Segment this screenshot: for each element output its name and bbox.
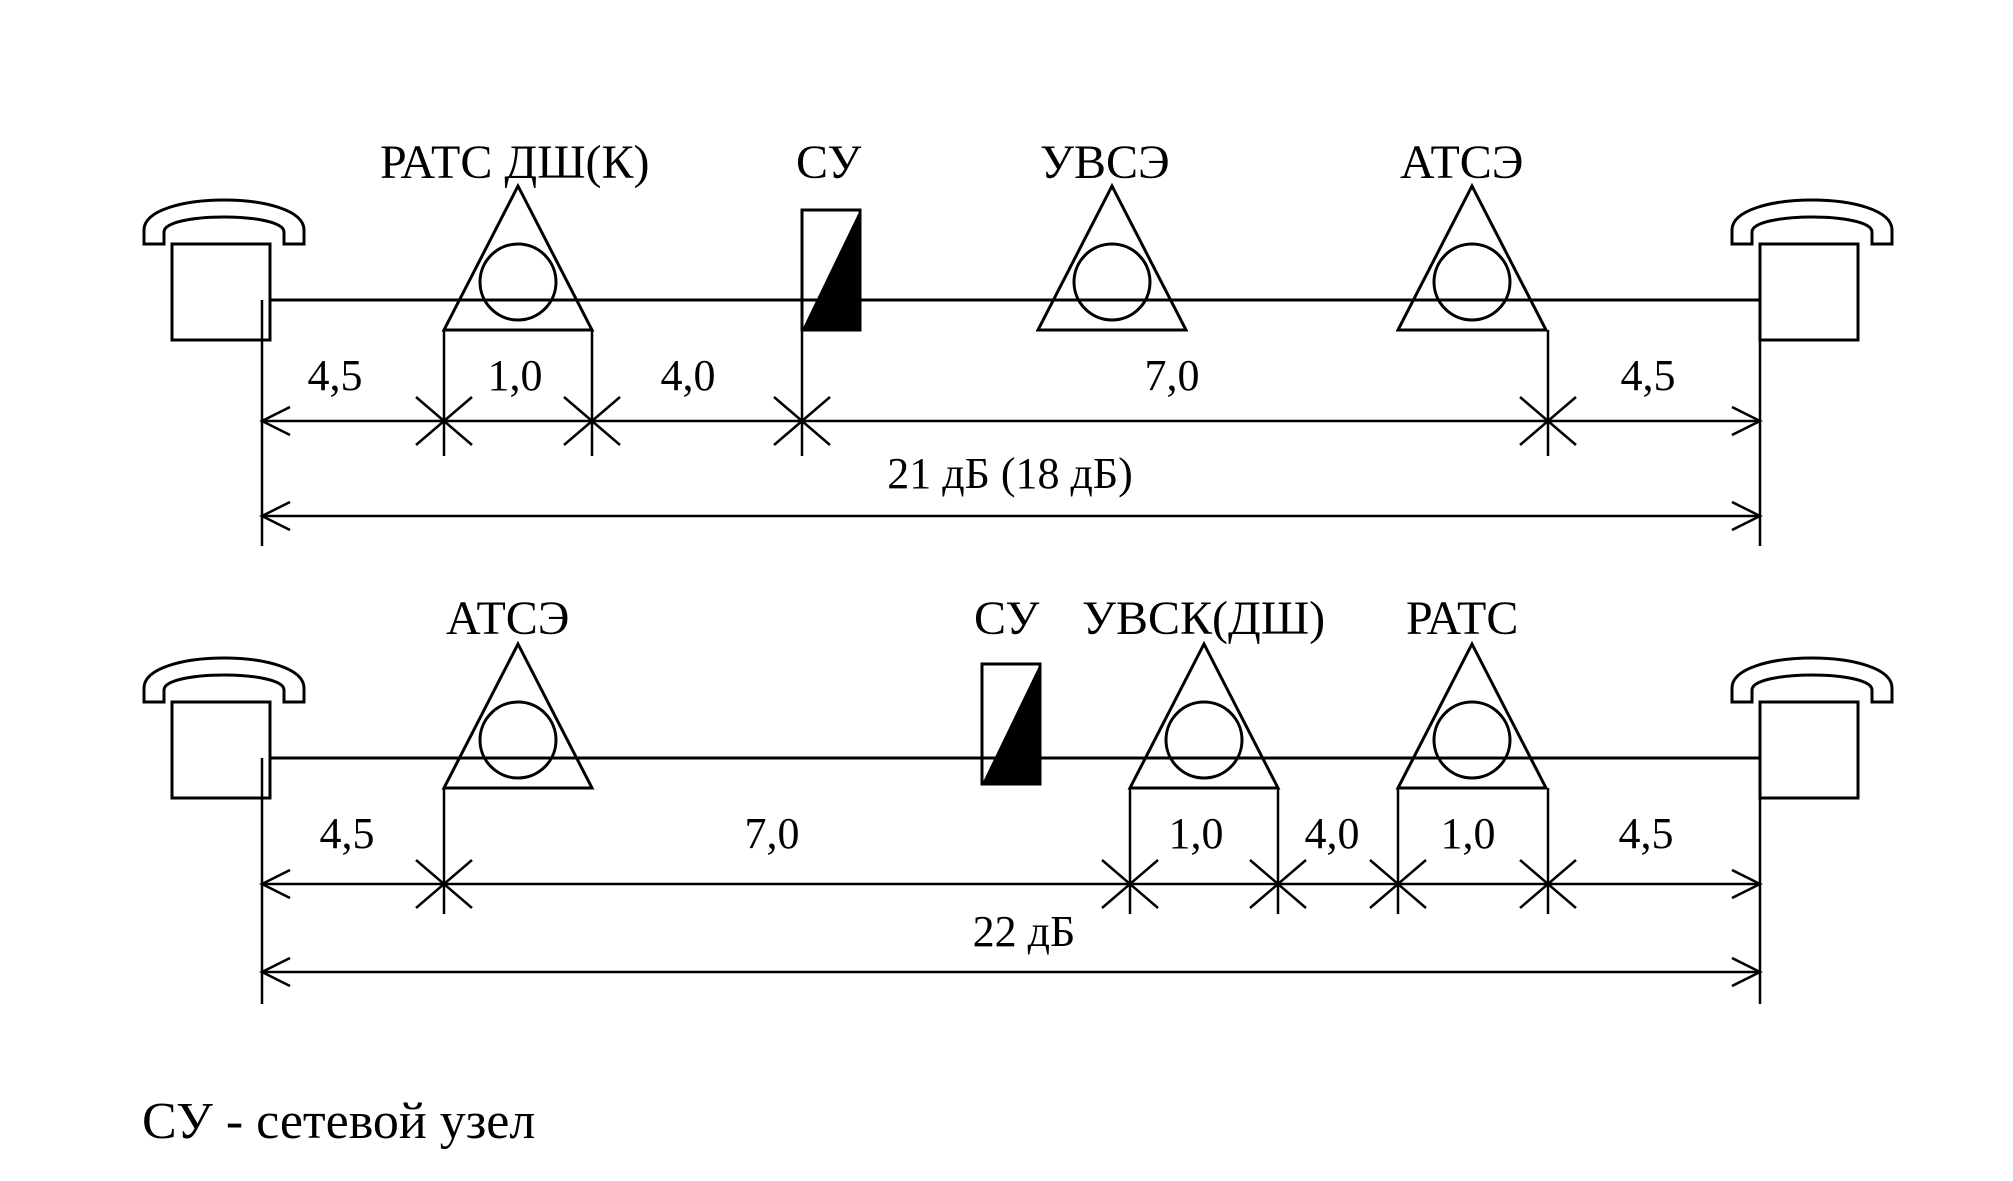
segment-3-value: 1,0	[1169, 809, 1224, 858]
station-rats-icon	[442, 184, 594, 332]
station-rats-icon	[1396, 642, 1548, 790]
label-rats: РАТС	[1406, 592, 1518, 645]
label-rats: РАТС ДШ(К)	[380, 136, 649, 189]
legend-note: СУ - сетевой узел	[142, 1093, 535, 1150]
label-su: СУ	[796, 136, 861, 189]
telephone-right-icon	[1730, 198, 1894, 342]
label-atse: АТСЭ	[1400, 136, 1523, 189]
network-node-icon	[800, 208, 862, 332]
label-su: СУ	[974, 592, 1039, 645]
network-node-icon	[980, 662, 1042, 786]
telephone-left-icon	[142, 656, 306, 800]
telephone-right-icon	[1730, 656, 1894, 800]
segment-3-value: 4,0	[661, 351, 716, 400]
station-uvsk-icon	[1128, 642, 1280, 790]
diagram-1: РАТС ДШ(К) СУ УВСЭ АТСЭ 4,5 1,0 4,0 7,0 …	[142, 136, 1894, 546]
total-value: 22 дБ	[973, 907, 1076, 956]
station-atse-icon	[1396, 184, 1548, 332]
segment-2-value: 1,0	[488, 351, 543, 400]
segment-4-value: 7,0	[1145, 351, 1200, 400]
segment-6-value: 4,5	[1619, 809, 1674, 858]
label-uvsk: УВСК(ДШ)	[1082, 592, 1325, 645]
segment-1-value: 4,5	[320, 809, 375, 858]
segment-5-value: 4,5	[1621, 351, 1676, 400]
segment-1-value: 4,5	[308, 351, 363, 400]
telephone-left-icon	[142, 198, 306, 342]
total-value: 21 дБ (18 дБ)	[887, 449, 1133, 498]
diagram-2: АТСЭ СУ УВСК(ДШ) РАТС 4,5 7,0 1,0 4,0 1,…	[142, 592, 1894, 1004]
station-uvse-icon	[1036, 184, 1188, 332]
segment-5-value: 1,0	[1441, 809, 1496, 858]
label-uvse: УВСЭ	[1040, 136, 1170, 189]
segment-4-value: 4,0	[1305, 809, 1360, 858]
station-atse-icon	[442, 642, 594, 790]
segment-2-value: 7,0	[745, 809, 800, 858]
label-atse: АТСЭ	[446, 592, 569, 645]
